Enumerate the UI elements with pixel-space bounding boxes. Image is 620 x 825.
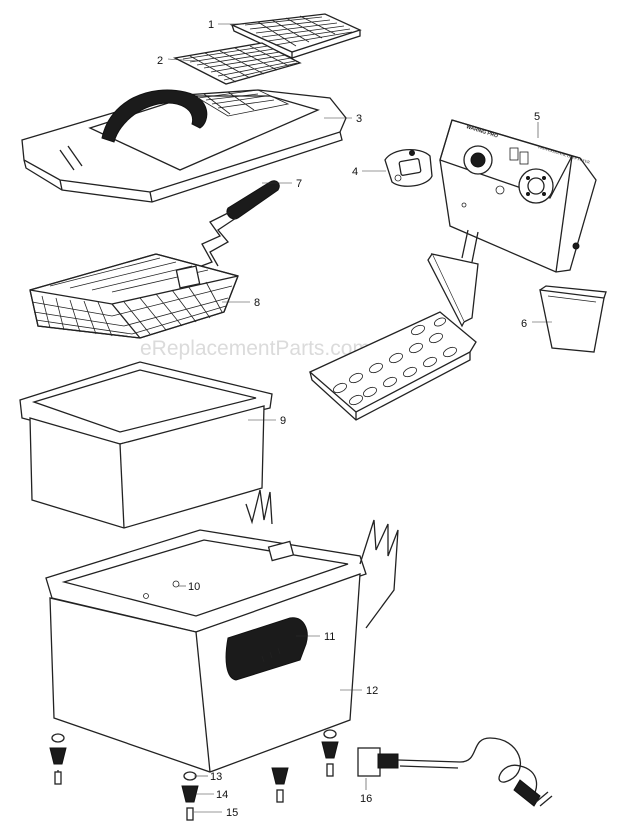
- part-5-control-box: WARING PRO PROFESSIONAL DEEP FRYER: [439, 119, 597, 273]
- part-10-bead: [172, 580, 180, 588]
- part-16-power-cord: [357, 737, 553, 807]
- callout-6: 6: [521, 318, 527, 330]
- part-3-lid: [21, 89, 347, 203]
- part-8-frying-basket: [29, 253, 239, 339]
- part-2-filter-mesh: [172, 42, 302, 85]
- callout-16: 16: [360, 793, 372, 805]
- part-12-fryer-housing: [45, 489, 399, 773]
- feet-assembly: [49, 729, 339, 821]
- leader-lines: [167, 23, 552, 813]
- watermark-text: eReplacementParts.com: [140, 337, 370, 360]
- part-9-oil-container: [19, 361, 273, 529]
- callout-13: 13: [210, 771, 222, 783]
- heating-element: [308, 229, 479, 421]
- callout-12: 12: [366, 685, 378, 697]
- foot-left: [49, 733, 67, 785]
- callout-10: 10: [188, 581, 200, 593]
- callout-5: 5: [534, 111, 540, 123]
- foot-middle: [271, 767, 289, 803]
- part-7-basket-handle: [195, 180, 280, 269]
- callout-9: 9: [280, 415, 286, 427]
- part-1-filter-cover: [229, 13, 362, 59]
- part-11-side-handle: [225, 617, 308, 681]
- foot-front: [181, 771, 199, 821]
- callout-14: 14: [216, 789, 228, 801]
- callout-15: 15: [226, 807, 238, 819]
- callout-11: 11: [324, 631, 335, 643]
- callout-8: 8: [254, 297, 260, 309]
- foot-right: [321, 729, 339, 777]
- callout-labels: 1 2 3 4 5 6 7 8 9 10 11 12 13 14 15 16: [157, 19, 540, 819]
- callout-2: 2: [157, 55, 163, 67]
- part-6-drip-cup: [539, 285, 607, 353]
- callout-3: 3: [356, 113, 362, 125]
- callout-4: 4: [352, 166, 358, 178]
- callout-1: 1: [208, 19, 214, 31]
- part-4-timer-module: [384, 149, 433, 187]
- callout-7: 7: [296, 178, 302, 190]
